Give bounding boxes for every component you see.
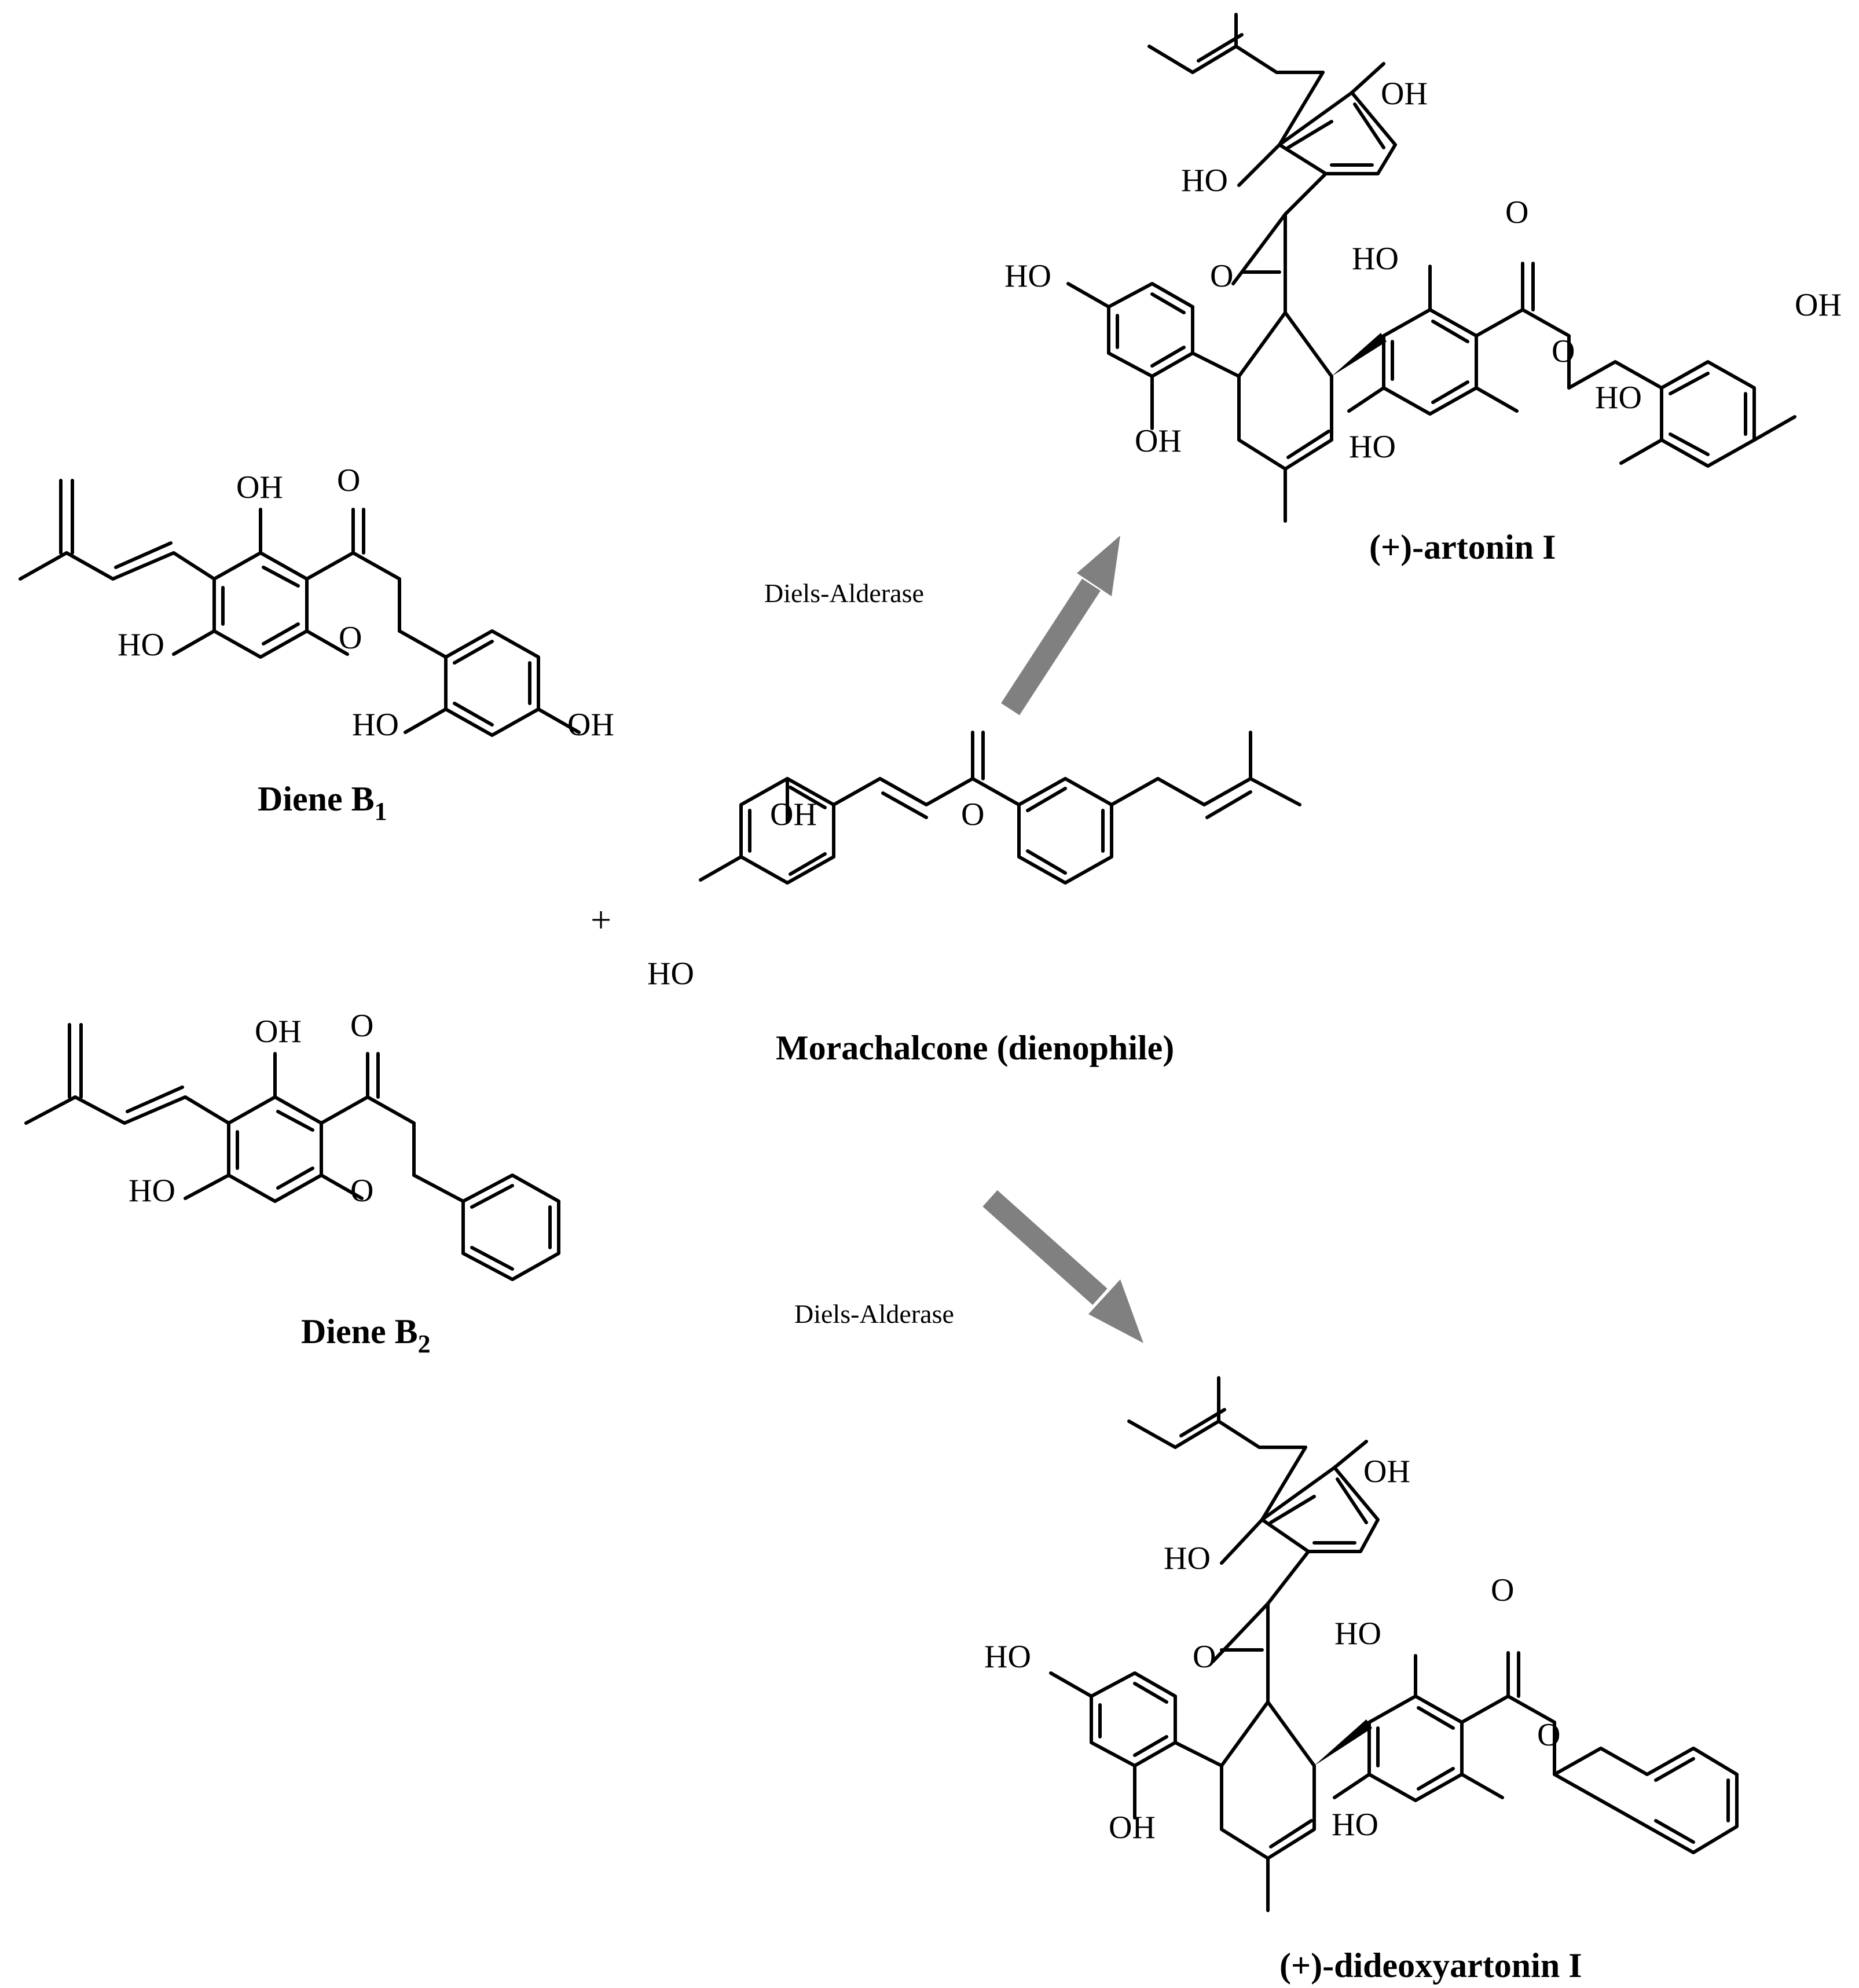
diene-b2-structure [24,1023,560,1281]
morachalcone-label: Morachalcone (dienophile) [776,1029,1174,1067]
diene-b1-structure [19,479,581,737]
artonin-flavone-ring-o: O [1552,333,1575,369]
diene-b2-ring-o: O [350,1173,373,1209]
product1-label: (+)-artonin I [1369,528,1556,566]
product2-label: (+)-dideoxyartonin I [1279,1946,1582,1985]
diene-b1-ho-bottom: HO [352,707,399,743]
enzyme-label-lower: Diels-Alderase [794,1299,954,1329]
artonin-ho-flavone-bottom: HO [1349,429,1396,465]
dideoxy-ho-flavone-bottom: HO [1332,1807,1378,1843]
diene-b2-label: Diene B2 [301,1312,431,1358]
artonin-ho-flavone-top: HO [1352,241,1399,277]
dideoxy-flavone-ring-o: O [1537,1717,1560,1753]
arrow-down [982,1190,1143,1343]
artonin-flavone-carbonyl-o: O [1505,195,1528,230]
artonin-ho-aroyl: HO [1181,163,1228,199]
artonin-ho-resorcinol: HO [1004,258,1051,294]
dideoxy-oh-top: OH [1363,1454,1410,1490]
dideoxy-ho-aroyl: HO [1164,1540,1211,1576]
diene-b2-oh-top: OH [255,1014,302,1050]
morachalcone-ho-bottom: HO [647,956,694,992]
diene-b1-label: Diene B1 [258,780,387,826]
artonin-oh-top: OH [1381,76,1428,112]
artonin-carbonyl-o: O [1210,258,1233,294]
diene-b1-ho-left: HO [118,627,164,663]
diene-b2-ho-left: HO [129,1173,175,1209]
artonin-ho-b-ring: HO [1595,380,1642,416]
dideoxy-oh-resorcinol: OH [1109,1810,1156,1846]
diene-b1-ring-o: O [339,620,362,656]
morachalcone-oh-top: OH [770,797,817,832]
artonin-oh-resorcinol: OH [1135,423,1182,459]
arrow-up [1001,535,1120,716]
dideoxy-ho-flavone-top: HO [1334,1616,1381,1652]
morachalcone-structure [699,731,1301,885]
plus-sign: + [591,899,611,940]
morachalcone-carbonyl-o: O [961,797,984,832]
diene-b1-oh-right: OH [567,707,614,743]
dideoxy-ho-resorcinol: HO [984,1639,1031,1675]
dideoxy-carbonyl-o: O [1193,1639,1216,1675]
artonin-oh-b-ring: OH [1795,287,1842,323]
artonin-structure [1066,13,1796,523]
diene-b2-carbonyl-o: O [350,1008,373,1044]
dideoxy-flavone-carbonyl-o: O [1491,1572,1514,1608]
diene-b1-oh-top: OH [236,470,283,505]
diene-b1-carbonyl-o: O [337,463,360,498]
dideoxyartonin-structure [1049,1376,1739,1912]
enzyme-label-upper: Diels-Alderase [764,578,924,608]
